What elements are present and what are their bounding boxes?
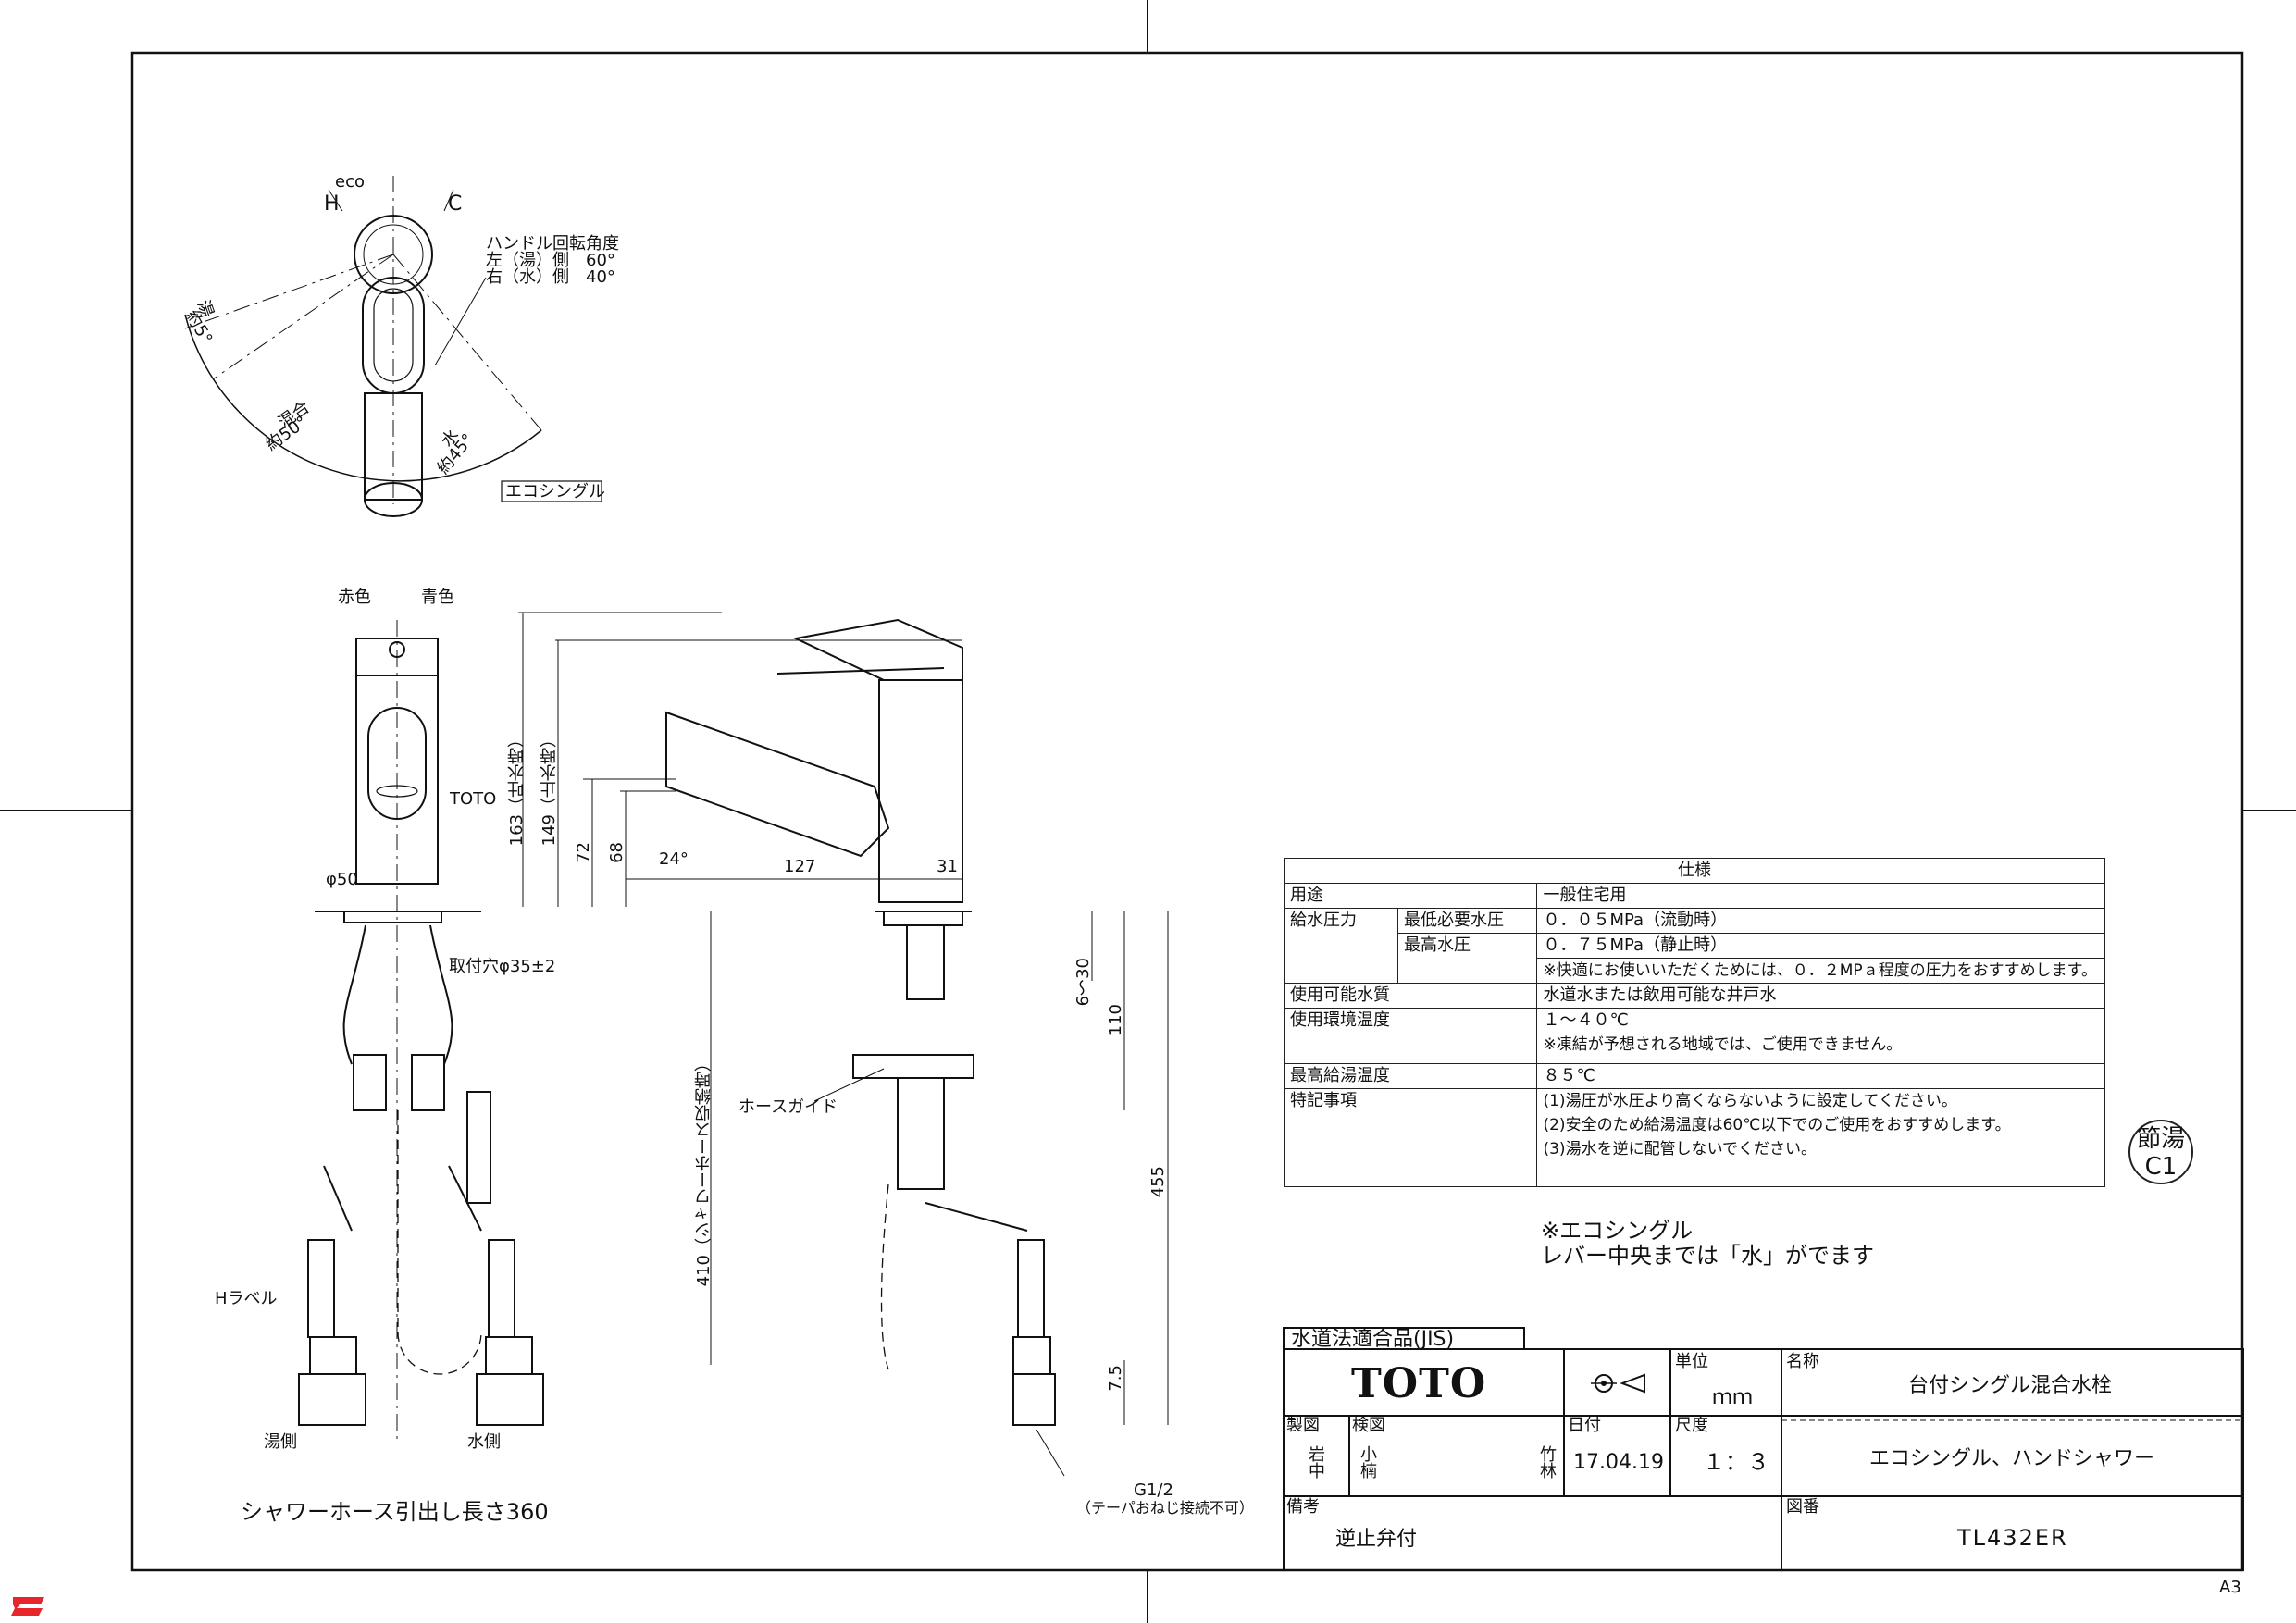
checked-label: 検図 — [1352, 1416, 1385, 1435]
spec-title: 仕様 — [1284, 858, 2105, 884]
spec-special-label: 特記事項 — [1283, 1088, 1538, 1187]
drawn-value: 岩中 — [1306, 1445, 1325, 1479]
remarks-value: 逆止弁付 — [1335, 1528, 1418, 1551]
dim-149: 149（止水時） — [540, 731, 559, 847]
toto-label: TOTO — [450, 789, 497, 809]
spec-special-2: (2)安全のため給湯温度は60℃以下でのご使用をおすすめします。 — [1543, 1116, 2011, 1134]
dim-7-5: 7.5 — [1106, 1365, 1125, 1392]
dim-6-30: 6〜30 — [1074, 958, 1093, 1007]
spec-min-pressure-label: 最低必要水圧 — [1396, 908, 1538, 934]
water-saving-seal: 節湯 C1 — [2128, 1120, 2193, 1184]
dim-410: 410（シャワーホース収納時） — [694, 1055, 714, 1287]
eco-single-box: エコシングル — [505, 482, 605, 502]
title-block-grid — [1283, 1327, 2244, 1571]
front-view — [298, 620, 544, 1443]
remarks-label: 備考 — [1286, 1497, 1320, 1517]
hose-length-note: シャワーホース引出し長さ360 — [241, 1499, 549, 1525]
jis-label: 水道法適合品(JIS) — [1291, 1328, 1455, 1351]
checked-value1: 小楠 — [1358, 1445, 1377, 1479]
spec-hot-temp-value: ８５℃ — [1536, 1063, 2105, 1089]
dim-31: 31 — [937, 857, 958, 876]
side-view — [518, 612, 1169, 1477]
dia50-label: φ50 — [326, 870, 358, 889]
angle-24: 24° — [659, 849, 689, 869]
spec-special-3: (3)湯水を逆に配管しないでください。 — [1543, 1140, 1818, 1158]
drawing-no-value: TL432ER — [1957, 1525, 2068, 1551]
spec-temp-value: １〜４０℃ — [1543, 1010, 1629, 1030]
spec-use-value: 一般住宅用 — [1536, 883, 2105, 909]
spec-max-pressure-label: 最高水圧 — [1396, 933, 1538, 984]
thread-note: （テーパおねじ接続不可） — [1076, 1499, 1254, 1517]
eco-mark: eco — [335, 172, 365, 192]
name-label: 名称 — [1786, 1352, 1819, 1371]
sub-name-value: エコシングル、ハンドシャワー — [1869, 1447, 2155, 1470]
spec-min-pressure-value: ０．０５MPa（流動時） — [1536, 908, 2105, 934]
blue-label: 青色 — [421, 588, 454, 607]
eco-note-line1: ※エコシングル — [1541, 1218, 1694, 1244]
h-label: Hラベル — [215, 1289, 278, 1308]
spec-temp-label: 使用環境温度 — [1283, 1008, 1538, 1064]
dim-110: 110 — [1106, 1004, 1125, 1036]
dim-68: 68 — [607, 842, 627, 863]
thread-label: G1/2 — [1134, 1481, 1173, 1500]
date-label: 日付 — [1568, 1416, 1601, 1435]
dim-72: 72 — [574, 842, 593, 863]
spec-use-label: 用途 — [1283, 883, 1538, 909]
unit-label: 単位 — [1675, 1352, 1708, 1371]
dim-127: 127 — [784, 857, 816, 876]
spec-special-1: (1)湯圧が水圧より高くならないように設定してください。 — [1543, 1092, 1957, 1110]
checked-value2: 竹林 — [1537, 1445, 1557, 1479]
spec-pressure-note: ※快適にお使いいただくためには、０．２MPａ程度の圧力をおすすめします。 — [1536, 958, 2105, 984]
sheet-size: A3 — [2219, 1578, 2241, 1597]
eco-note-line2: レバー中央までは「水」がでます — [1541, 1243, 1874, 1269]
spec-hot-temp-label: 最高給湯温度 — [1283, 1063, 1538, 1089]
date-value: 17.04.19 — [1573, 1451, 1664, 1474]
projection-symbol-icon — [1591, 1373, 1645, 1394]
toto-logo: TOTO — [1351, 1360, 1487, 1407]
top-view — [184, 176, 602, 517]
seal-line2: C1 — [2144, 1153, 2178, 1181]
scale-value: １：３ — [1703, 1449, 1769, 1475]
mount-hole-label: 取付穴φ35±2 — [449, 957, 556, 976]
unit-value: ｍｍ — [1712, 1386, 1754, 1409]
rotation-right: 右（水）側 40° — [486, 267, 615, 287]
seal-line1: 節湯 — [2136, 1125, 2185, 1153]
scale-label: 尺度 — [1675, 1416, 1708, 1435]
spec-water-label: 使用可能水質 — [1283, 983, 1538, 1009]
hot-side-label: 湯側 — [264, 1432, 297, 1452]
rotation-title: ハンドル回転角度 — [486, 234, 619, 254]
corner-badge-icon — [11, 1597, 44, 1616]
name-value: 台付シングル混合水栓 — [1908, 1374, 2113, 1397]
hose-guide-label: ホースガイド — [738, 1097, 838, 1117]
water-side-label: 水側 — [467, 1432, 501, 1452]
hot-mark: H — [324, 192, 340, 216]
spec-max-pressure-value: ０．７５MPa（静止時） — [1536, 933, 2105, 959]
spec-temp-note: ※凍結が予想される地域では、ご使用できません。 — [1543, 1035, 1903, 1054]
dim-455: 455 — [1148, 1166, 1168, 1198]
drawing-frame — [130, 51, 2244, 1572]
spec-pressure-label: 給水圧力 — [1284, 908, 1398, 984]
red-label: 赤色 — [338, 588, 371, 607]
drawing-no-label: 図番 — [1786, 1497, 1819, 1517]
cold-mark: C — [448, 192, 463, 216]
drawn-label: 製図 — [1286, 1416, 1320, 1435]
rotation-left: 左（湯）側 60° — [486, 251, 615, 270]
dim-163: 163（吐水時） — [507, 731, 527, 847]
spec-water-value: 水道水または飲用可能な井戸水 — [1536, 983, 2105, 1009]
